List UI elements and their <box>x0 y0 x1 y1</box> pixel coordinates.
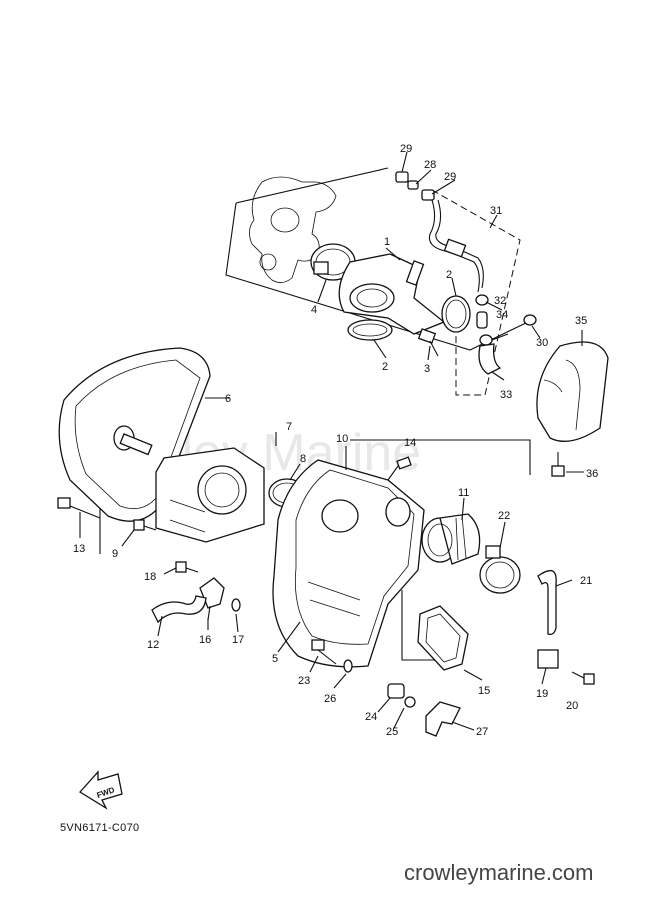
part-7-silencer <box>155 447 265 543</box>
part-23-bolt <box>311 639 337 665</box>
label-part-3: 3 <box>424 363 430 375</box>
part-34-joint <box>476 311 488 329</box>
label-part-36: 36 <box>586 468 598 480</box>
part-26-washer <box>343 659 353 673</box>
part-13-bolt <box>57 497 101 519</box>
part-36-screw <box>551 452 565 477</box>
part-29-clip-a <box>395 171 409 183</box>
label-part-32: 32 <box>494 295 506 307</box>
part-19-joint <box>537 649 559 669</box>
part-18-screw <box>175 561 199 573</box>
part-27-bracket <box>425 701 461 737</box>
label-part-30: 30 <box>536 337 548 349</box>
label-part-15: 15 <box>478 685 490 697</box>
part-11-intake-hose <box>421 513 481 565</box>
label-part-16: 16 <box>199 634 211 646</box>
part-30-grommet <box>523 314 537 326</box>
label-part-28: 28 <box>424 159 436 171</box>
fwd-arrow-icon: FWD <box>78 770 123 810</box>
label-part-19: 19 <box>536 688 548 700</box>
label-part-35: 35 <box>575 315 587 327</box>
label-part-29: 29 <box>444 171 456 183</box>
label-part-14: 14 <box>404 437 416 449</box>
part-number-labels: 1 2 2 3 4 5 6 7 8 9 10 11 12 13 14 15 16… <box>73 143 598 738</box>
label-part-33: 33 <box>500 389 512 401</box>
part-25-collar <box>404 696 416 708</box>
label-part-26: 26 <box>324 693 336 705</box>
carburetor-outline <box>249 176 337 283</box>
label-part-23: 23 <box>298 675 310 687</box>
part-20-screw <box>571 671 595 685</box>
label-part-9: 9 <box>112 548 118 560</box>
part-17-o-ring <box>231 598 241 612</box>
label-part-29: 29 <box>400 143 412 155</box>
label-part-24: 24 <box>365 711 377 723</box>
part-3-screw <box>417 328 439 357</box>
part-6-silencer-cover <box>58 347 211 522</box>
leader-lines <box>79 151 584 731</box>
label-part-22: 22 <box>498 510 510 522</box>
part-29-clip-b <box>421 189 435 201</box>
label-part-18: 18 <box>144 571 156 583</box>
label-part-2: 2 <box>446 269 452 281</box>
drawing-code: 5VN6171-C070 <box>60 822 140 834</box>
label-part-13: 13 <box>73 543 85 555</box>
website-link[interactable]: crowleymarine.com <box>404 860 594 885</box>
part-14-screw <box>387 456 412 481</box>
part-9-screw <box>133 519 157 531</box>
label-part-10: 10 <box>336 433 348 445</box>
part-32-clip <box>475 294 489 306</box>
label-part-31: 31 <box>490 205 502 217</box>
label-part-17: 17 <box>232 634 244 646</box>
label-part-25: 25 <box>386 726 398 738</box>
label-part-2: 2 <box>382 361 388 373</box>
label-part-4: 4 <box>311 304 317 316</box>
label-part-8: 8 <box>300 453 306 465</box>
label-part-11: 11 <box>458 487 469 499</box>
part-22-hose-clamp <box>479 545 521 594</box>
part-35-cover <box>536 341 609 442</box>
part-33-hose <box>478 343 502 375</box>
part-10-intake-case <box>272 459 425 668</box>
label-part-7: 7 <box>286 421 292 433</box>
label-part-20: 20 <box>566 700 578 712</box>
label-part-27: 27 <box>476 726 488 738</box>
label-part-34: 34 <box>496 309 508 321</box>
part-21-hose <box>537 569 557 636</box>
part-1-carb-joint <box>338 253 446 335</box>
label-part-6: 6 <box>225 393 231 405</box>
part-12-hose <box>151 595 207 624</box>
part-24-grommet <box>387 683 405 699</box>
part-2-o-ring-lower <box>347 319 393 341</box>
part-15-seal <box>417 605 469 671</box>
label-part-1: 1 <box>384 236 390 248</box>
label-part-12: 12 <box>147 639 159 651</box>
part-28-connector <box>407 180 419 190</box>
label-part-5: 5 <box>272 653 278 665</box>
label-part-21: 21 <box>580 575 592 587</box>
